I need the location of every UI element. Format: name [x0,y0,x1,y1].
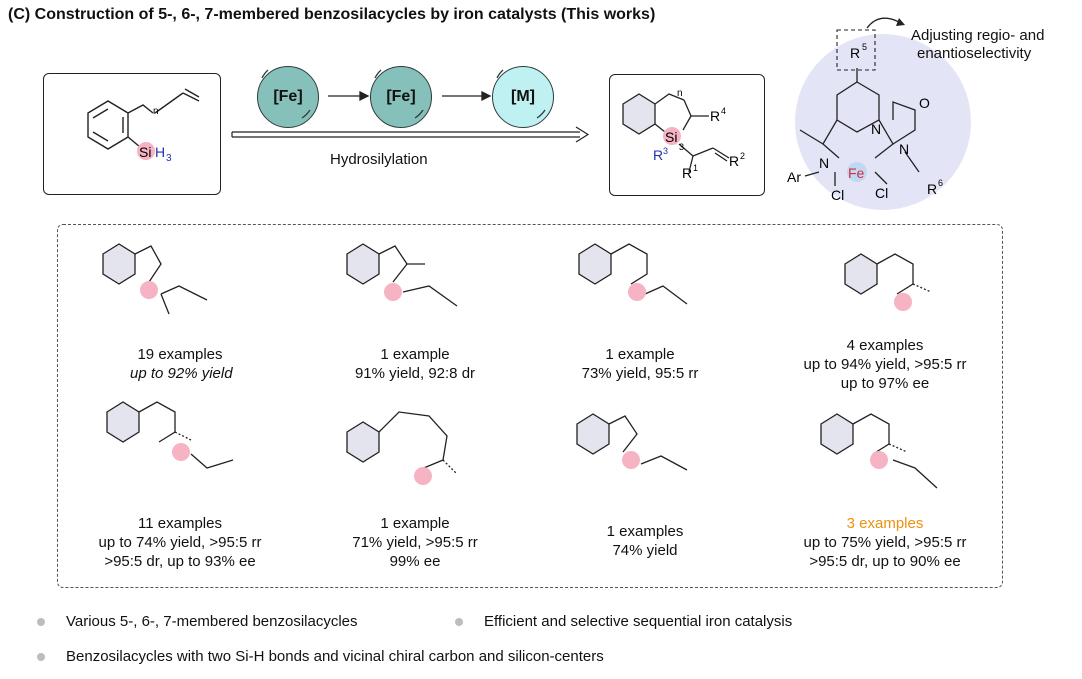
svg-text:6: 6 [938,178,943,188]
example-4-line-1: 4 examples [846,337,924,354]
m-label: [M] [511,88,535,105]
bullet-dot-1 [37,618,45,626]
bullet-text-3: Benzosilacycles with two Si-H bonds and … [66,648,604,665]
substrate-structure: Si H 3 n [87,88,200,164]
example-8-line-2: up to 75% yield, >95:5 rr [803,534,967,551]
example-5-line-1: 11 examples [138,515,222,532]
product-structure: Si 3 R 3 R 4 n R 2 R 1 [622,88,745,181]
bullet-text-1: Various 5-, 6-, 7-membered benzosilacycl… [66,613,358,630]
svg-text:4: 4 [721,106,726,116]
svg-text:R: R [729,153,739,169]
example-2-line-1: 1 example [380,346,450,363]
svg-text:2: 2 [740,151,745,161]
annotation-line-2: enantioselectivity [917,45,1032,62]
example-8-line-1: 3 examples [846,515,924,532]
svg-text:R: R [653,147,663,163]
svg-text:N: N [899,141,909,157]
fe-catalyst-circle-1: [Fe] [257,66,319,128]
metal-catalyst-circle: [M] [492,66,554,128]
iron-catalyst-structure: R 5 Fe N N N O Ar Cl Cl R 6 [787,17,971,210]
example-4-line-3: up to 97% ee [840,375,930,392]
hydrosilylation-label: Hydrosilylation [330,151,428,168]
svg-text:R: R [682,165,692,181]
example-8-line-3: >95:5 dr, up to 90% ee [809,553,961,570]
example-3-line-1: 1 example [605,346,675,363]
annotation-line-1: Adjusting regio- and [911,27,1045,44]
svg-text:5: 5 [862,42,867,52]
example-5-line-2: up to 74% yield, >95:5 rr [98,534,262,551]
example-6-line-3: 99% ee [389,553,441,570]
example-7-line-1: 1 examples [606,523,684,540]
bullet-text-2: Efficient and selective sequential iron … [484,613,793,630]
svg-text:H: H [155,144,165,160]
example-6-line-2: 71% yield, >95:5 rr [352,534,478,551]
example-caption-4: 4 examples up to 94% yield, >95:5 rr up … [780,336,990,393]
svg-text:N: N [871,121,881,137]
example-caption-6: 1 example 71% yield, >95:5 rr 99% ee [340,514,490,571]
example-7-line-2: 74% yield [612,542,678,559]
svg-text:3: 3 [166,153,172,164]
svg-text:R: R [710,108,720,124]
svg-text:3: 3 [663,146,668,156]
svg-text:1: 1 [693,163,698,173]
example-1-line-1: 19 examples [137,346,223,363]
svg-text:Si: Si [665,129,677,145]
product-box [609,74,765,196]
svg-text:Fe: Fe [848,165,865,181]
svg-text:Cl: Cl [875,185,888,201]
svg-text:n: n [677,88,683,99]
svg-text:3: 3 [679,142,684,152]
svg-text:R: R [850,45,860,61]
example-caption-3: 1 example 73% yield, 95:5 rr [565,345,715,383]
example-caption-7: 1 examples 74% yield [575,522,715,560]
example-2-line-2: 91% yield, 92:8 dr [354,365,476,382]
svg-text:Cl: Cl [831,187,844,203]
bullet-dot-2 [455,618,463,626]
svg-text:n: n [153,106,159,117]
scheme-title: (C) Construction of 5-, 6-, 7-membered b… [8,6,656,23]
reaction-arrows [231,69,590,143]
example-structures [102,243,938,489]
example-1-line-2: up to 92% yield [130,365,233,382]
example-4-line-2: up to 94% yield, >95:5 rr [803,356,967,373]
svg-text:R: R [927,181,937,197]
svg-text:Si: Si [139,144,151,160]
example-caption-1: 19 examples up to 92% yield [130,345,233,383]
example-caption-2: 1 example 91% yield, 92:8 dr [335,345,495,383]
fe-label-1: [Fe] [273,88,303,105]
example-3-line-2: 73% yield, 95:5 rr [581,365,699,382]
svg-text:Ar: Ar [787,169,801,185]
examples-box [57,224,1003,588]
svg-text:N: N [819,155,829,171]
si-highlight [137,142,155,160]
example-caption-5: 11 examples up to 74% yield, >95:5 rr >9… [70,514,290,571]
example-caption-8: 3 examples up to 75% yield, >95:5 rr >95… [775,514,995,571]
svg-text:O: O [919,95,930,111]
example-6-line-1: 1 example [380,515,450,532]
fe-label-2: [Fe] [386,88,416,105]
example-5-line-3: >95:5 dr, up to 93% ee [104,553,256,570]
bullet-dot-3 [37,653,45,661]
fe-catalyst-circle-2: [Fe] [370,66,432,128]
